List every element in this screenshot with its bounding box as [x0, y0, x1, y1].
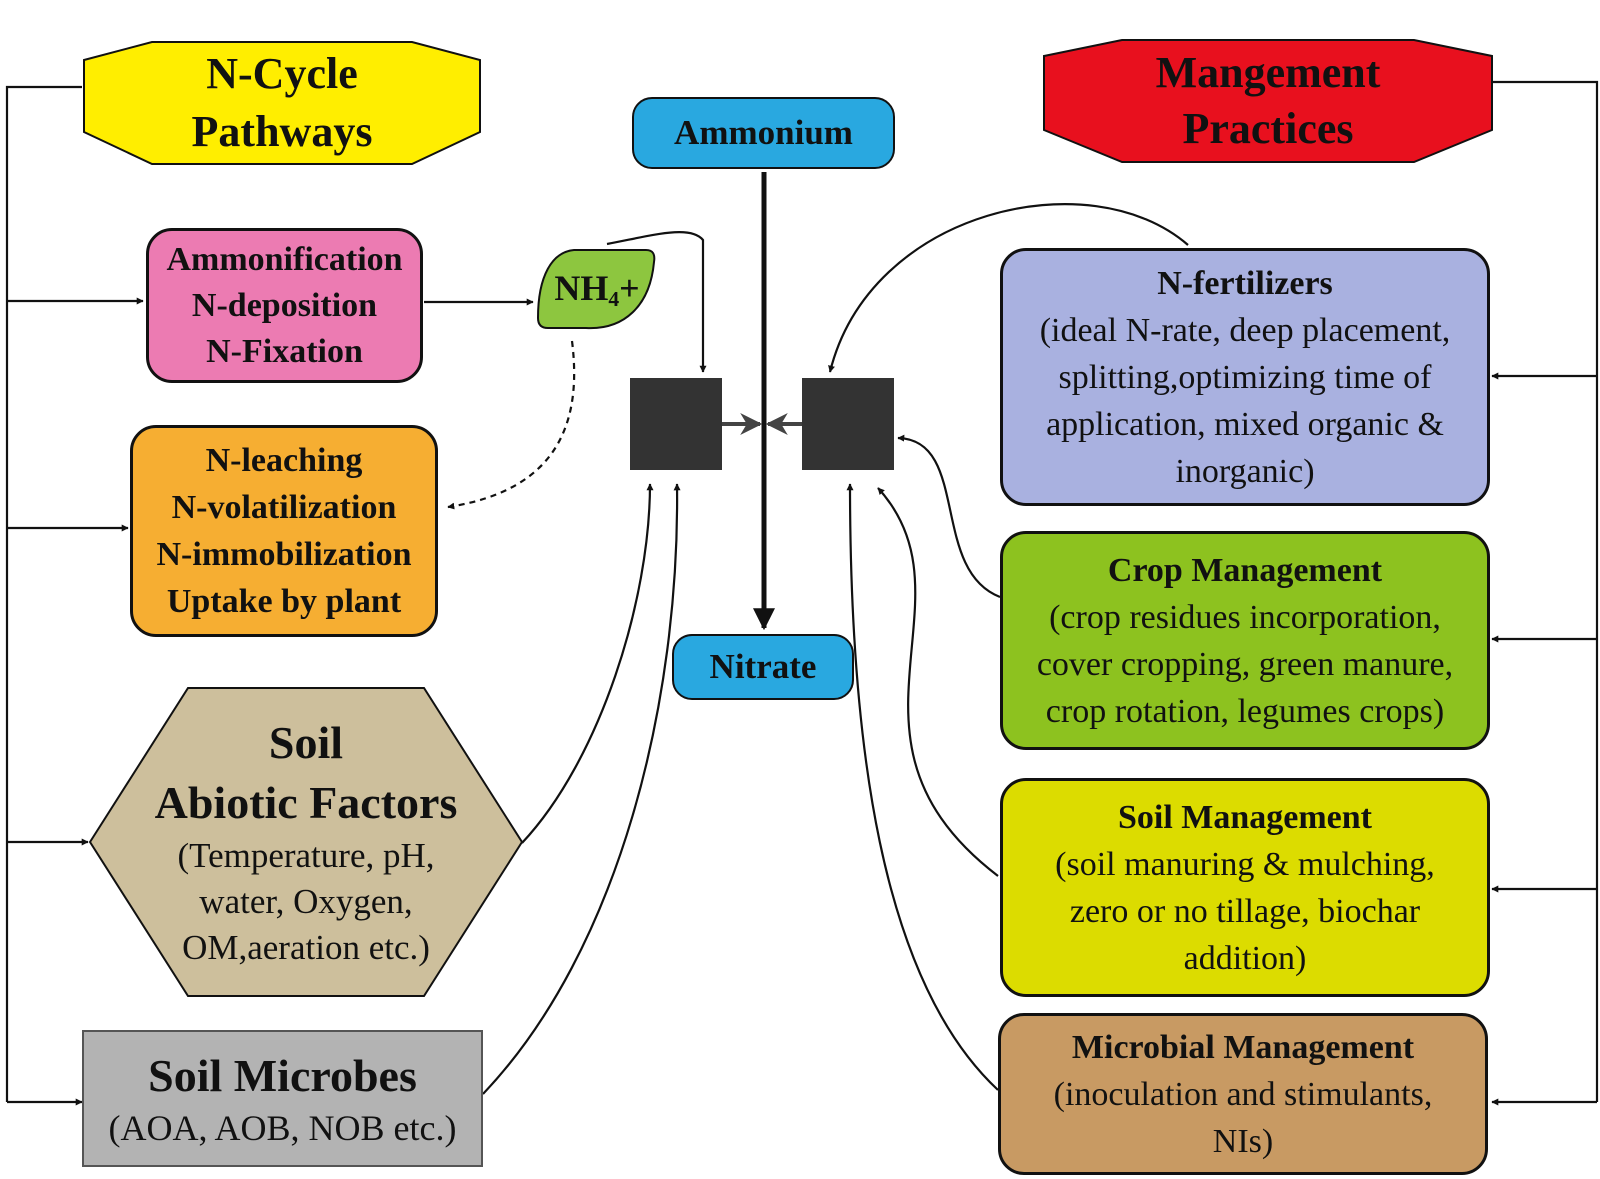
abiotic-title-1: Soil	[268, 717, 344, 768]
fertilizers-title: N-fertilizers	[1157, 264, 1333, 302]
arrow-abiotic-to-square	[521, 483, 654, 844]
microbial-mgmt-line-2: NIs)	[1212, 1122, 1274, 1160]
left-process-square	[630, 378, 722, 470]
practices-header-line1: Mangement	[1155, 48, 1381, 97]
n-gain-pathways-box: Ammonification N-deposition N-Fixation	[146, 228, 423, 383]
n-cycle-header-line1: N-Cycle	[206, 49, 358, 98]
abiotic-detail-3: OM,aeration etc.)	[182, 928, 430, 967]
microbes-detail: (AOA, AOB, NOB etc.)	[108, 1107, 457, 1148]
fertilizers-line-4: inorganic)	[1175, 452, 1315, 490]
nitrate-label: Nitrate	[709, 647, 817, 686]
left-bracket-line	[5, 85, 82, 1102]
n-cycle-header-line2: Pathways	[191, 107, 373, 156]
loss-line-2: N-volatilization	[171, 489, 397, 526]
fertilizers-line-3: application, mixed organic &	[1046, 405, 1444, 443]
nh4-suffix: +	[619, 267, 640, 308]
abiotic-detail-1: (Temperature, pH,	[177, 836, 435, 875]
crop-title: Crop Management	[1107, 551, 1383, 589]
crop-management-box: Crop Management (crop residues incorpora…	[1000, 531, 1490, 750]
gain-line-1: Ammonification	[166, 240, 403, 278]
arrow-microbial-to-square	[846, 483, 999, 1091]
arrow-fertilizers-to-square	[828, 203, 1189, 373]
soil-mgmt-line-3: addition)	[1183, 939, 1307, 977]
right-process-square	[802, 378, 894, 470]
soil-mgmt-line-2: zero or no tillage, biochar	[1069, 892, 1421, 930]
nh4-subscript: 4	[608, 286, 620, 311]
arrow-microbes-to-square	[482, 483, 681, 1095]
ammonium-node: Ammonium	[632, 97, 895, 169]
abiotic-title-2: Abiotic Factors	[154, 777, 458, 828]
nh4-prefix: NH	[554, 267, 609, 308]
n-fertilizers-box: N-fertilizers (ideal N-rate, deep placem…	[1000, 248, 1490, 506]
fertilizers-line-2: splitting,optimizing time of	[1058, 358, 1432, 396]
soil-abiotic-factors: Soil Abiotic Factors (Temperature, pH, w…	[88, 686, 524, 998]
nitrate-node: Nitrate	[672, 634, 854, 700]
arrow-crop-to-square	[897, 434, 1001, 599]
crop-line-1: (crop residues incorporation,	[1049, 598, 1441, 636]
microbes-title: Soil Microbes	[148, 1049, 417, 1101]
abiotic-detail-2: water, Oxygen,	[199, 882, 413, 921]
arrow-soilmgmt-to-square	[877, 487, 999, 877]
dashed-arrow-nh4-to-loss	[447, 340, 576, 510]
loss-line-1: N-leaching	[205, 442, 363, 479]
gain-line-3: N-Fixation	[206, 332, 363, 370]
soil-mgmt-line-1: (soil manuring & mulching,	[1055, 845, 1435, 883]
loss-line-4: Uptake by plant	[166, 583, 402, 620]
soil-mgmt-title: Soil Management	[1117, 798, 1373, 836]
practices-header: Mangement Practices	[1042, 38, 1494, 164]
arrow-nh4-to-square	[606, 231, 707, 373]
loss-line-3: N-immobilization	[156, 536, 412, 573]
right-bracket-line	[1492, 80, 1599, 1102]
microbial-mgmt-line-1: (inoculation and stimulants,	[1053, 1075, 1433, 1113]
ammonium-label: Ammonium	[674, 113, 853, 152]
nh4-node: NH4+	[534, 246, 660, 332]
soil-microbes-box: Soil Microbes (AOA, AOB, NOB etc.)	[82, 1030, 483, 1167]
gain-line-2: N-deposition	[191, 286, 378, 324]
practices-header-line2: Practices	[1182, 104, 1354, 153]
n-cycle-header: N-Cycle Pathways	[82, 40, 482, 166]
microbial-management-box: Microbial Management (inoculation and st…	[998, 1013, 1488, 1175]
n-loss-pathways-box: N-leaching N-volatilization N-immobiliza…	[130, 425, 438, 637]
fertilizers-line-1: (ideal N-rate, deep placement,	[1039, 311, 1451, 349]
microbial-mgmt-title: Microbial Management	[1071, 1028, 1415, 1066]
crop-line-2: cover cropping, green manure,	[1036, 645, 1454, 683]
soil-management-box: Soil Management (soil manuring & mulchin…	[1000, 778, 1490, 997]
crop-line-3: crop rotation, legumes crops)	[1045, 692, 1445, 730]
